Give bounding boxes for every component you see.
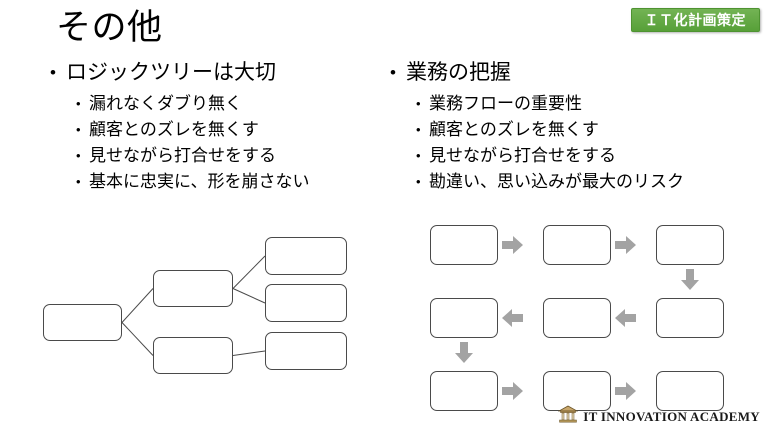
list-item: • 見せながら打合せをする [390, 143, 768, 169]
status-badge: ＩＴ化計画策定 [630, 8, 760, 32]
list-item: • 勘違い、思い込みが最大のリスク [390, 169, 768, 195]
logic-tree-connectors [121, 255, 266, 356]
list-item-label: 業務フローの重要性 [429, 94, 582, 113]
footer-logo-text: IT INNOVATION ACADEMY [583, 409, 760, 424]
arrow-right-icon [502, 236, 524, 254]
tree-node-leaf-2[interactable] [265, 284, 347, 322]
list-item-label: 顧客とのズレを無くす [429, 120, 599, 139]
bullet-heading-label: 業務の把握 [406, 61, 511, 84]
page-title: その他 [56, 8, 163, 47]
sub-bullet-list-right: • 業務フローの重要性 • 顧客とのズレを無くす • 見せながら打合せをする •… [390, 91, 768, 195]
tree-node-leaf-1[interactable] [265, 237, 347, 275]
tree-connector-mid-2-leaf-3 [232, 350, 266, 356]
list-item-label: 見せながら打合せをする [89, 146, 276, 165]
list-item: • 顧客とのズレを無くす [50, 117, 380, 143]
list-item-label: 勘違い、思い込みが最大のリスク [429, 172, 684, 191]
list-item: • 見せながら打合せをする [50, 143, 380, 169]
tree-node-leaf-3[interactable] [265, 332, 347, 370]
process-flow-diagram [400, 215, 768, 411]
tree-connector-mid-1-leaf-2 [232, 288, 266, 304]
list-item-label: 顧客とのズレを無くす [89, 120, 259, 139]
academy-building-icon [557, 405, 579, 429]
tree-connector-root-mid-2 [121, 322, 154, 356]
tree-node-root[interactable] [43, 304, 122, 341]
bullet-heading-label: ロジックツリーは大切 [66, 61, 276, 84]
tree-node-mid-2[interactable] [153, 337, 233, 374]
tree-node-mid-1[interactable] [153, 270, 233, 307]
sub-bullet-dot-icon: • [416, 174, 421, 189]
list-item-label: 漏れなくダブり無く [89, 94, 242, 113]
arrow-left-icon [502, 309, 524, 327]
bullet-dot-icon: • [390, 63, 396, 82]
flow-node-r2c3[interactable] [656, 298, 724, 338]
list-item: • 顧客とのズレを無くす [390, 117, 768, 143]
bullet-column-right: • 業務の把握 • 業務フローの重要性 • 顧客とのズレを無くす • 見せながら… [390, 58, 768, 195]
sub-bullet-dot-icon: • [76, 174, 81, 189]
sub-bullet-dot-icon: • [76, 148, 81, 163]
sub-bullet-dot-icon: • [76, 122, 81, 137]
list-item-label: 見せながら打合せをする [429, 146, 616, 165]
footer-logo: IT INNOVATION ACADEMY [557, 405, 760, 429]
arrow-right-icon [615, 382, 637, 400]
flow-node-r1c2[interactable] [543, 225, 611, 265]
status-badge-label: ＩＴ化計画策定 [644, 12, 746, 28]
logic-tree-diagram [0, 225, 380, 405]
arrow-left-icon [615, 309, 637, 327]
arrow-down-icon [455, 342, 473, 364]
arrow-down-icon [681, 269, 699, 291]
flow-node-r3c2[interactable] [543, 371, 611, 411]
arrow-right-icon [502, 382, 524, 400]
sub-bullet-dot-icon: • [416, 96, 421, 111]
flow-node-r1c1[interactable] [430, 225, 498, 265]
bullet-heading-right: • 業務の把握 [390, 58, 768, 88]
bullet-column-left: • ロジックツリーは大切 • 漏れなくダブり無く • 顧客とのズレを無くす • … [50, 58, 380, 195]
list-item-label: 基本に忠実に、形を崩さない [89, 172, 310, 191]
flow-node-r3c1[interactable] [430, 371, 498, 411]
tree-connector-mid-1-leaf-1 [232, 255, 266, 289]
sub-bullet-list-left: • 漏れなくダブり無く • 顧客とのズレを無くす • 見せながら打合せをする •… [50, 91, 380, 195]
list-item: • 業務フローの重要性 [390, 91, 768, 117]
sub-bullet-dot-icon: • [416, 122, 421, 137]
arrow-right-icon [615, 236, 637, 254]
bullet-heading-left: • ロジックツリーは大切 [50, 58, 380, 88]
flow-node-r3c3[interactable] [656, 371, 724, 411]
sub-bullet-dot-icon: • [416, 148, 421, 163]
flow-node-r1c3[interactable] [656, 225, 724, 265]
flow-node-r2c1[interactable] [430, 298, 498, 338]
list-item: • 基本に忠実に、形を崩さない [50, 169, 380, 195]
flow-node-r2c2[interactable] [543, 298, 611, 338]
list-item: • 漏れなくダブり無く [50, 91, 380, 117]
bullet-dot-icon: • [50, 63, 56, 82]
tree-connector-root-mid-1 [121, 288, 154, 323]
sub-bullet-dot-icon: • [76, 96, 81, 111]
